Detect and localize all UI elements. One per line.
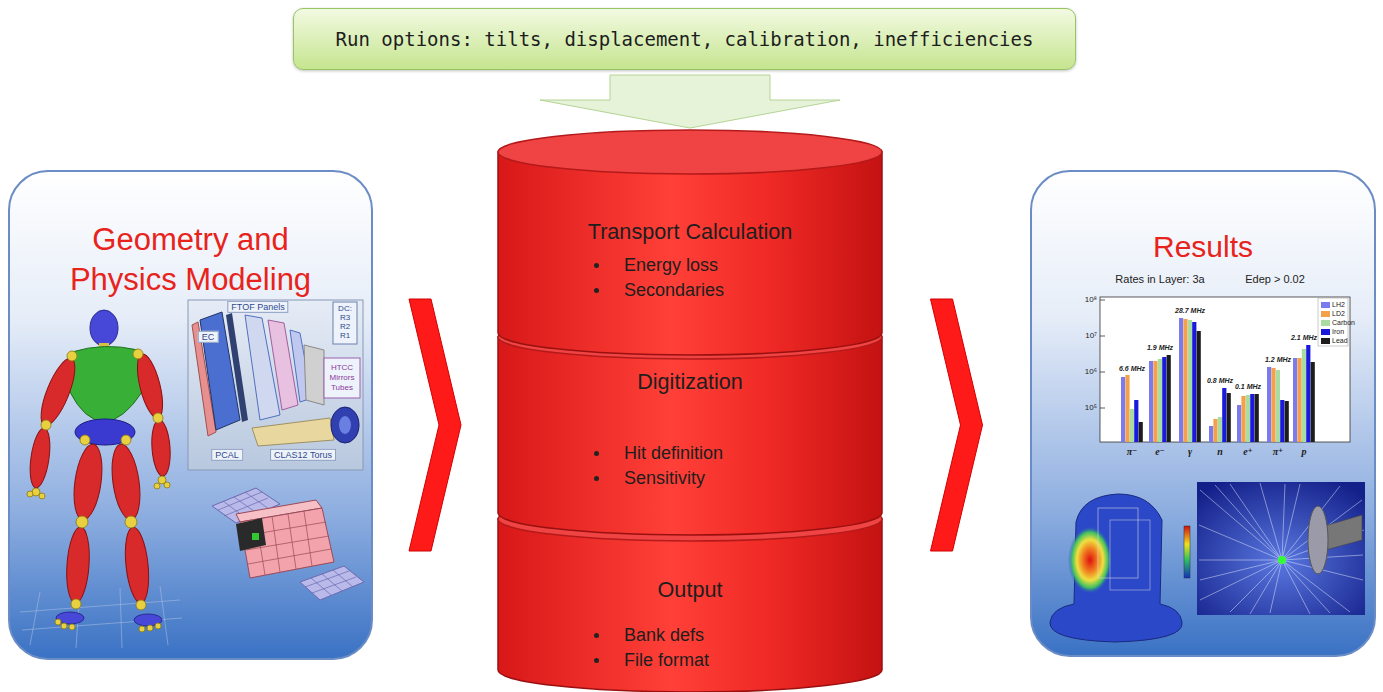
title-wrap: Output bbox=[497, 576, 883, 604]
rate-value: 0.1 MHz bbox=[1235, 383, 1261, 391]
legend-text: Lead bbox=[1332, 336, 1348, 345]
bullet-text: Bank defs bbox=[624, 625, 704, 646]
bullet-text: Sensitivity bbox=[624, 468, 705, 489]
legend-text: LH2 bbox=[1332, 300, 1345, 309]
axis-category: e⁺ bbox=[1243, 446, 1253, 458]
part-label: CLAS12 Torus bbox=[270, 449, 336, 461]
bullet-text: Hit definition bbox=[624, 443, 723, 464]
track-figure bbox=[1197, 482, 1365, 615]
bullet-item: Secondaries bbox=[594, 278, 724, 302]
chart-title: Edep > 0.02 bbox=[1245, 273, 1305, 286]
axis-category: γ bbox=[1188, 446, 1192, 458]
bullet-dot bbox=[594, 658, 599, 663]
panel-heading: Geometry and Physics Modeling bbox=[46, 220, 336, 300]
cylinder-body bbox=[498, 519, 882, 692]
legend-text: Carbon bbox=[1332, 318, 1355, 327]
rate-value: 0.8 MHz bbox=[1207, 377, 1233, 385]
bullet-item: Bank defs bbox=[594, 623, 704, 647]
title-wrap: Transport Calculation bbox=[497, 218, 883, 246]
part-label: DC: bbox=[338, 304, 352, 313]
bullet-text: Energy loss bbox=[624, 255, 718, 276]
chart-title: Rates in Layer: 3a bbox=[1115, 273, 1204, 286]
legend-swatch bbox=[1321, 338, 1330, 344]
axis-category: π⁻ bbox=[1127, 446, 1138, 458]
legend-swatch bbox=[1321, 320, 1330, 326]
rate-value: 6.6 MHz bbox=[1119, 365, 1145, 373]
legend-swatch bbox=[1321, 302, 1330, 308]
detector-figure bbox=[188, 300, 363, 470]
part-label: EC bbox=[198, 331, 219, 343]
part-label: HTCC Mirrors Tubes bbox=[325, 363, 359, 393]
options-bar: Run options: tilts, displacement, calibr… bbox=[293, 8, 1076, 70]
axis-category: e⁻ bbox=[1155, 446, 1165, 458]
legend-swatch bbox=[1321, 311, 1330, 317]
part-label: R2 bbox=[340, 322, 350, 331]
legend-swatch bbox=[1321, 329, 1330, 335]
results-panel: Results bbox=[1030, 170, 1376, 657]
title-wrap: Digitization bbox=[497, 368, 883, 396]
bar-label: Run options: tilts, displacement, calibr… bbox=[336, 28, 1034, 50]
bullet-dot bbox=[594, 633, 599, 638]
cylinder-body bbox=[498, 152, 882, 355]
satellite-figure bbox=[212, 488, 364, 600]
cylinder-title: Transport Calculation bbox=[497, 218, 883, 246]
bullet-text: File format bbox=[624, 650, 709, 671]
rate-chart bbox=[1100, 297, 1350, 442]
heading-wrap: Results bbox=[1032, 227, 1374, 267]
part-label: R3 bbox=[340, 313, 350, 322]
process-cylinder: Transport CalculationEnergy lossSecondar… bbox=[497, 130, 883, 355]
chevron-arrow bbox=[931, 299, 983, 551]
legend-text: LD2 bbox=[1332, 309, 1345, 318]
part-label: FTOF Panels bbox=[227, 301, 288, 313]
bullet-text: Secondaries bbox=[624, 280, 724, 301]
chevron-arrow bbox=[409, 299, 461, 551]
rate-value: 2.1 MHz bbox=[1291, 334, 1317, 342]
cylinder-title: Output bbox=[497, 576, 883, 604]
axis-tick: 10⁵ bbox=[1085, 403, 1097, 412]
rate-value: 1.2 MHz bbox=[1265, 356, 1291, 364]
axis-category: p bbox=[1302, 446, 1307, 458]
dose-map-figure bbox=[1050, 494, 1190, 642]
axis-category: n bbox=[1217, 446, 1223, 458]
cylinder-title: Digitization bbox=[497, 368, 883, 396]
rate-value: 1.9 MHz bbox=[1147, 344, 1173, 352]
bullet-dot bbox=[594, 288, 599, 293]
panel-heading: Results bbox=[1053, 227, 1353, 267]
legend-text: Iron bbox=[1332, 327, 1344, 336]
robot-figure bbox=[20, 310, 182, 648]
bullet-item: Energy loss bbox=[594, 253, 718, 277]
bullet-dot bbox=[594, 263, 599, 268]
cylinder-top bbox=[498, 130, 882, 174]
part-label: R1 bbox=[340, 331, 350, 340]
axis-tick: 10⁷ bbox=[1085, 331, 1097, 340]
bullet-item: Hit definition bbox=[594, 441, 723, 465]
part-label: PCAL bbox=[211, 449, 243, 461]
bullet-item: File format bbox=[594, 648, 709, 672]
heading-wrap: Geometry and Physics Modeling bbox=[10, 220, 371, 300]
bullet-dot bbox=[594, 451, 599, 456]
axis-category: π⁺ bbox=[1273, 446, 1284, 458]
bullet-dot bbox=[594, 476, 599, 481]
model-panel: Geometry and Physics Modeling bbox=[8, 170, 373, 660]
cylinder-body bbox=[498, 337, 882, 535]
axis-tick: 10⁸ bbox=[1085, 295, 1097, 304]
bullet-item: Sensitivity bbox=[594, 466, 705, 490]
axis-tick: 10⁶ bbox=[1085, 367, 1097, 376]
rate-value: 28.7 MHz bbox=[1175, 307, 1205, 315]
block-arrow bbox=[540, 75, 840, 128]
